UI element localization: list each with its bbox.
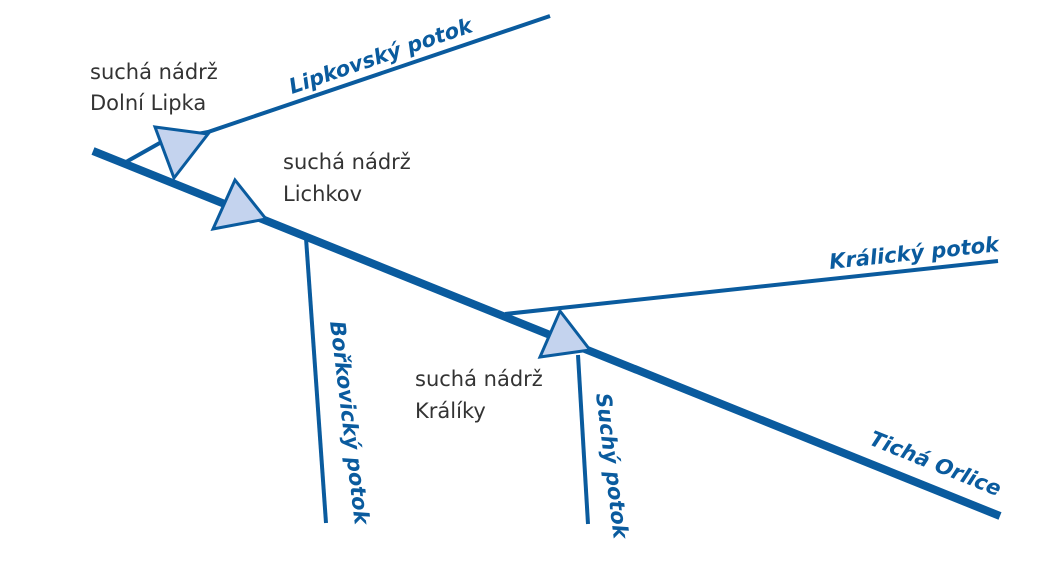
reservoir-dolni-lipka-marker <box>152 125 211 182</box>
reservoir-kraliky-label-2: Králíky <box>415 399 486 423</box>
reservoir-kraliky-marker <box>537 308 593 359</box>
suchy-potok-label: Suchý potok <box>591 392 633 542</box>
suchy-potok-line <box>576 354 590 525</box>
reservoir-kraliky-label-1: suchá nádrž <box>415 367 543 391</box>
kralicky-potok-label: Králický potok <box>828 232 1002 274</box>
reservoir-lichkov-marker <box>210 177 269 232</box>
borikovicky-potok-line <box>304 237 328 524</box>
reservoir-dolni-lipka-label-1: suchá nádrž <box>90 60 218 84</box>
lipkovsky-potok-label: Lipkovský potok <box>286 13 478 99</box>
reservoir-lichkov-label-1: suchá nádrž <box>283 150 411 174</box>
reservoir-lichkov-label-2: Lichkov <box>283 182 362 206</box>
kralicky-potok-line <box>504 259 999 316</box>
borikovicky-potok-label: Bořkovický potok <box>325 320 374 528</box>
reservoir-dolni-lipka-label-2: Dolní Lipka <box>90 91 206 115</box>
